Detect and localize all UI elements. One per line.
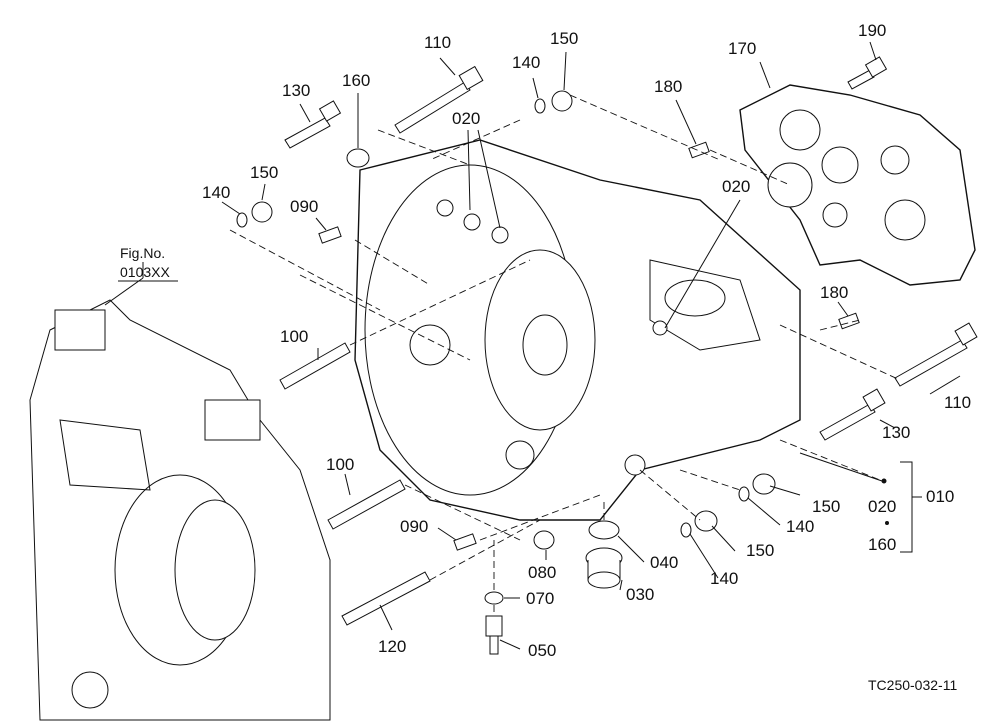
callout-100-upper: 100 [280, 327, 308, 346]
transmission-case [354, 139, 801, 521]
stud-100-lower [327, 479, 406, 530]
callout-040: 040 [650, 553, 678, 572]
bolt-130-right [819, 388, 886, 441]
bolt-190 [847, 56, 888, 90]
plug-080 [533, 530, 555, 550]
callout-110-right: 110 [944, 393, 971, 412]
callout-160-assembly: 160 [868, 535, 896, 554]
bushing-160 [346, 148, 370, 168]
callout-150-top: 150 [550, 29, 578, 48]
pin-180-top [688, 141, 710, 159]
bolt-110-right [894, 322, 978, 387]
plug-030 [585, 547, 623, 589]
bolt-110-top [394, 65, 484, 134]
callout-160-top: 160 [342, 71, 370, 90]
assembly-bracket-010 [799, 452, 922, 553]
callout-140-right-lower: 140 [710, 569, 738, 588]
callout-130-top: 130 [282, 81, 310, 100]
callout-080: 080 [528, 563, 556, 582]
callout-labels: 110 140 150 170 190 130 160 020 180 150 … [118, 21, 971, 693]
washer-nut-140-150-right-lower [680, 510, 718, 538]
callout-190: 190 [858, 21, 886, 40]
callout-070: 070 [526, 589, 554, 608]
front-housing-reference [29, 299, 331, 721]
switch-050 [485, 615, 503, 655]
pin-090-top [318, 226, 342, 244]
callout-020-right: 020 [722, 177, 750, 196]
callout-150-left: 150 [250, 163, 278, 182]
leader-lines [104, 41, 961, 650]
callout-180-right: 180 [820, 283, 848, 302]
callout-020-top: 020 [452, 109, 480, 128]
stud-100-upper [279, 342, 351, 390]
callout-110-top: 110 [424, 33, 451, 52]
pin-090-lower [453, 533, 477, 551]
bolt-130-top [284, 100, 342, 149]
callout-090-top: 090 [290, 197, 318, 216]
washer-nut-140-150-top [534, 90, 573, 114]
callout-050: 050 [528, 641, 556, 660]
ring-070 [484, 591, 504, 605]
cover-plate [739, 84, 976, 286]
callout-100-lower: 100 [326, 455, 354, 474]
callout-180-top: 180 [654, 77, 682, 96]
callout-140-right-upper: 140 [786, 517, 814, 536]
callout-090-lower: 090 [400, 517, 428, 536]
callout-150-right-upper: 150 [812, 497, 840, 516]
figure-reference-number: 0103XX [120, 264, 170, 280]
stud-120 [341, 571, 431, 626]
alignment-lines [229, 94, 901, 612]
callout-130-right: 130 [882, 423, 910, 442]
figure-reference-label: Fig.No. [120, 245, 165, 261]
seal-040 [588, 520, 620, 540]
callout-150-right-lower: 150 [746, 541, 774, 560]
callout-030: 030 [626, 585, 654, 604]
callout-140-top: 140 [512, 53, 540, 72]
callout-140-left: 140 [202, 183, 230, 202]
callout-010: 010 [926, 487, 954, 506]
drawing-id: TC250-032-11 [868, 677, 957, 693]
callout-120: 120 [378, 637, 406, 656]
callout-170: 170 [728, 39, 756, 58]
callout-020-assembly: 020 [868, 497, 896, 516]
washer-nut-140-150-left [236, 201, 273, 228]
pin-180-right [838, 312, 860, 330]
washer-nut-140-150-right-upper [738, 473, 776, 502]
